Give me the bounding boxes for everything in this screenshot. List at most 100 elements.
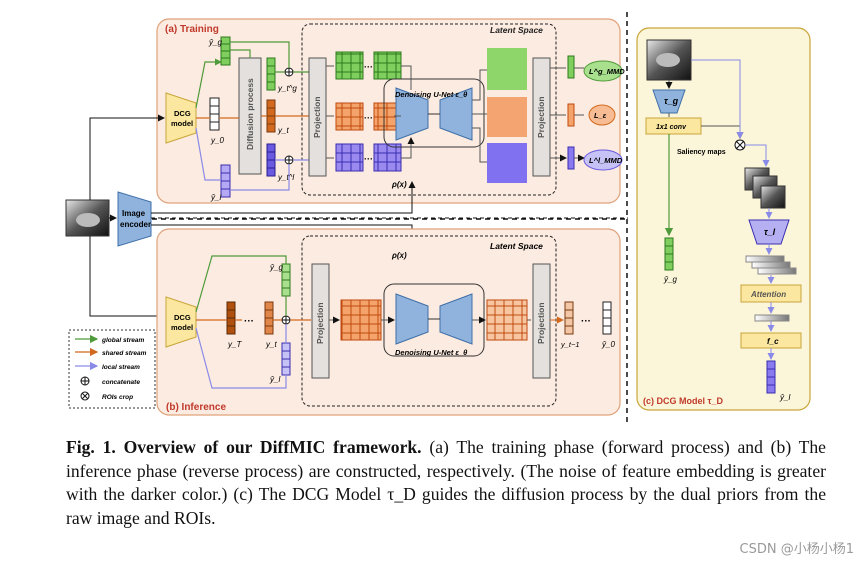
svg-text:···: ··· (364, 62, 373, 72)
inference-yt1-label: y_t−1 (560, 340, 580, 349)
dcg-fc-label: f_c (767, 337, 779, 346)
dcg-tau-l-label: τ_l (764, 227, 776, 237)
training-yg-label: ŷ_g (208, 38, 222, 47)
legend-shared-label: shared stream (102, 350, 147, 357)
encoder-to-rho-line (151, 181, 416, 214)
legend-roi-crop-label: ROIs crop (102, 394, 133, 401)
inference-yt-label: y_t (265, 340, 277, 349)
dcg-input-blob (656, 53, 680, 67)
svg-text:···: ··· (364, 113, 373, 123)
inference-dots-2: ··· (581, 316, 591, 327)
training-ytl-vector (266, 143, 276, 177)
training-unet-decoder (439, 87, 473, 141)
input-ultrasound-blob (76, 213, 100, 227)
training-dcg-line1: DCG (174, 109, 191, 118)
training-dcg-model (165, 92, 197, 144)
caption-head: Fig. 1. Overview of our DiffMIC framewor… (66, 437, 422, 457)
inference-projection-label-2: Projection (536, 302, 546, 344)
svg-text:···: ··· (364, 154, 373, 164)
inference-dcg-line2: model (171, 323, 193, 332)
dcg-tau-l (748, 219, 790, 245)
training-out-vec-l (567, 146, 575, 170)
inference-y0-label: ŷ_0 (601, 340, 615, 349)
dcg-panel-label: (c) DCG Model τ_D (643, 396, 724, 406)
caption-body: (a) The training phase (forward process)… (66, 437, 826, 528)
image-encoder-line1: Image (122, 209, 146, 218)
training-unet-label: Denoising U-Net ε_θ (395, 90, 468, 99)
inference-concat (281, 315, 291, 325)
legend-roi-crop-icon (80, 391, 90, 401)
dcg-yl-vector (766, 360, 776, 394)
inference-global-stream (195, 255, 287, 316)
training-yg-vector (220, 36, 231, 66)
legend-concat-icon (80, 376, 90, 386)
inference-latent-space-label: Latent Space (490, 241, 543, 251)
inference-panel-bg (156, 228, 621, 416)
training-latent-space-box (301, 23, 557, 196)
training-latent-space-label: Latent Space (490, 25, 543, 35)
training-yt-label: y_t (277, 126, 289, 135)
inference-dcg-line1: DCG (174, 313, 191, 322)
training-out-vec-e (567, 103, 575, 127)
training-ytg-label: y_t^g (277, 84, 297, 93)
training-latent-global-grid: ··· (335, 51, 402, 80)
legend: global stream shared stream local stream… (68, 329, 156, 409)
dcg-yl-label: ŷ_l (779, 393, 790, 402)
training-projection-box (308, 57, 327, 177)
training-unet-to-out (472, 69, 487, 163)
training-rho-label: ρ(x) (391, 180, 407, 189)
diffusion-process-label: Diffusion process (245, 78, 255, 150)
training-y0-vector (209, 97, 220, 131)
training-loss-eps-label: L_ε (594, 111, 607, 120)
training-proj-to-grid-arrows (326, 65, 334, 159)
dcg-attention-label: Attention (750, 290, 786, 299)
training-ytl-label: y_t^l (277, 173, 294, 182)
dcg-roi-crops (744, 167, 786, 209)
inference-yT-vector (226, 301, 236, 335)
inference-unet-label: Denoising U-Net ε_θ (395, 348, 468, 357)
training-panel: (a) Training Latent Space DCG model ŷ_g … (156, 18, 625, 204)
inference-yg-vector (281, 263, 291, 297)
dcg-conv-label: 1x1 conv (656, 124, 687, 131)
inference-local-stream (195, 324, 287, 389)
training-local-stream (195, 127, 309, 191)
dcg-roi-to-crops (745, 144, 770, 167)
training-out-vec-g (567, 55, 575, 79)
inference-y0-vector (602, 301, 612, 335)
inference-rho-label: ρ(x) (391, 251, 407, 260)
training-yl-label: ŷ_l (210, 193, 221, 202)
inference-projection-box (311, 263, 330, 379)
training-loss-global-label: L^g_MMD (589, 67, 625, 76)
inference-yT-label: y_T (227, 340, 242, 349)
inference-unet-decoder (439, 293, 473, 345)
inference-yl-label: ŷ_l (269, 375, 280, 384)
dcg-yg-vector (664, 237, 674, 271)
dcg-yg-label: ŷ_g (663, 275, 677, 284)
training-out-global (487, 48, 527, 90)
image-encoder (117, 191, 152, 247)
inference-latent-grid-in (340, 299, 382, 341)
inference-latent-space-box (301, 235, 557, 407)
inference-dcg-model (165, 296, 197, 348)
image-encoder-line2: encoder (120, 220, 151, 229)
image-to-dcg-train-arrow (89, 114, 165, 200)
training-loss-eps (588, 104, 616, 126)
dcg-panel-bg (636, 27, 811, 411)
training-yt-vector (266, 99, 276, 133)
legend-global-label: global stream (101, 337, 144, 344)
training-out-local (487, 143, 527, 183)
csdn-watermark: CSDN @小杨小杨1 (739, 542, 854, 557)
training-y0-label: y_0 (210, 136, 224, 145)
training-concat-global (284, 67, 294, 77)
inference-latent-grid-out (486, 299, 528, 341)
training-projection-box-2 (532, 57, 551, 177)
training-unet-encoder (395, 87, 429, 141)
training-vec-to-loss (574, 67, 584, 158)
inference-dots-1: ··· (244, 316, 254, 327)
training-latent-local-grid: ··· (335, 143, 402, 172)
inference-projection-box-2 (532, 263, 551, 379)
training-loss-local (583, 149, 623, 171)
dcg-model-panel: (c) DCG Model τ_D τ_g 1x1 conv Saliency … (636, 27, 811, 411)
figure-caption: Fig. 1. Overview of our DiffMIC framewor… (66, 436, 826, 530)
training-grid-to-unet (394, 65, 411, 159)
